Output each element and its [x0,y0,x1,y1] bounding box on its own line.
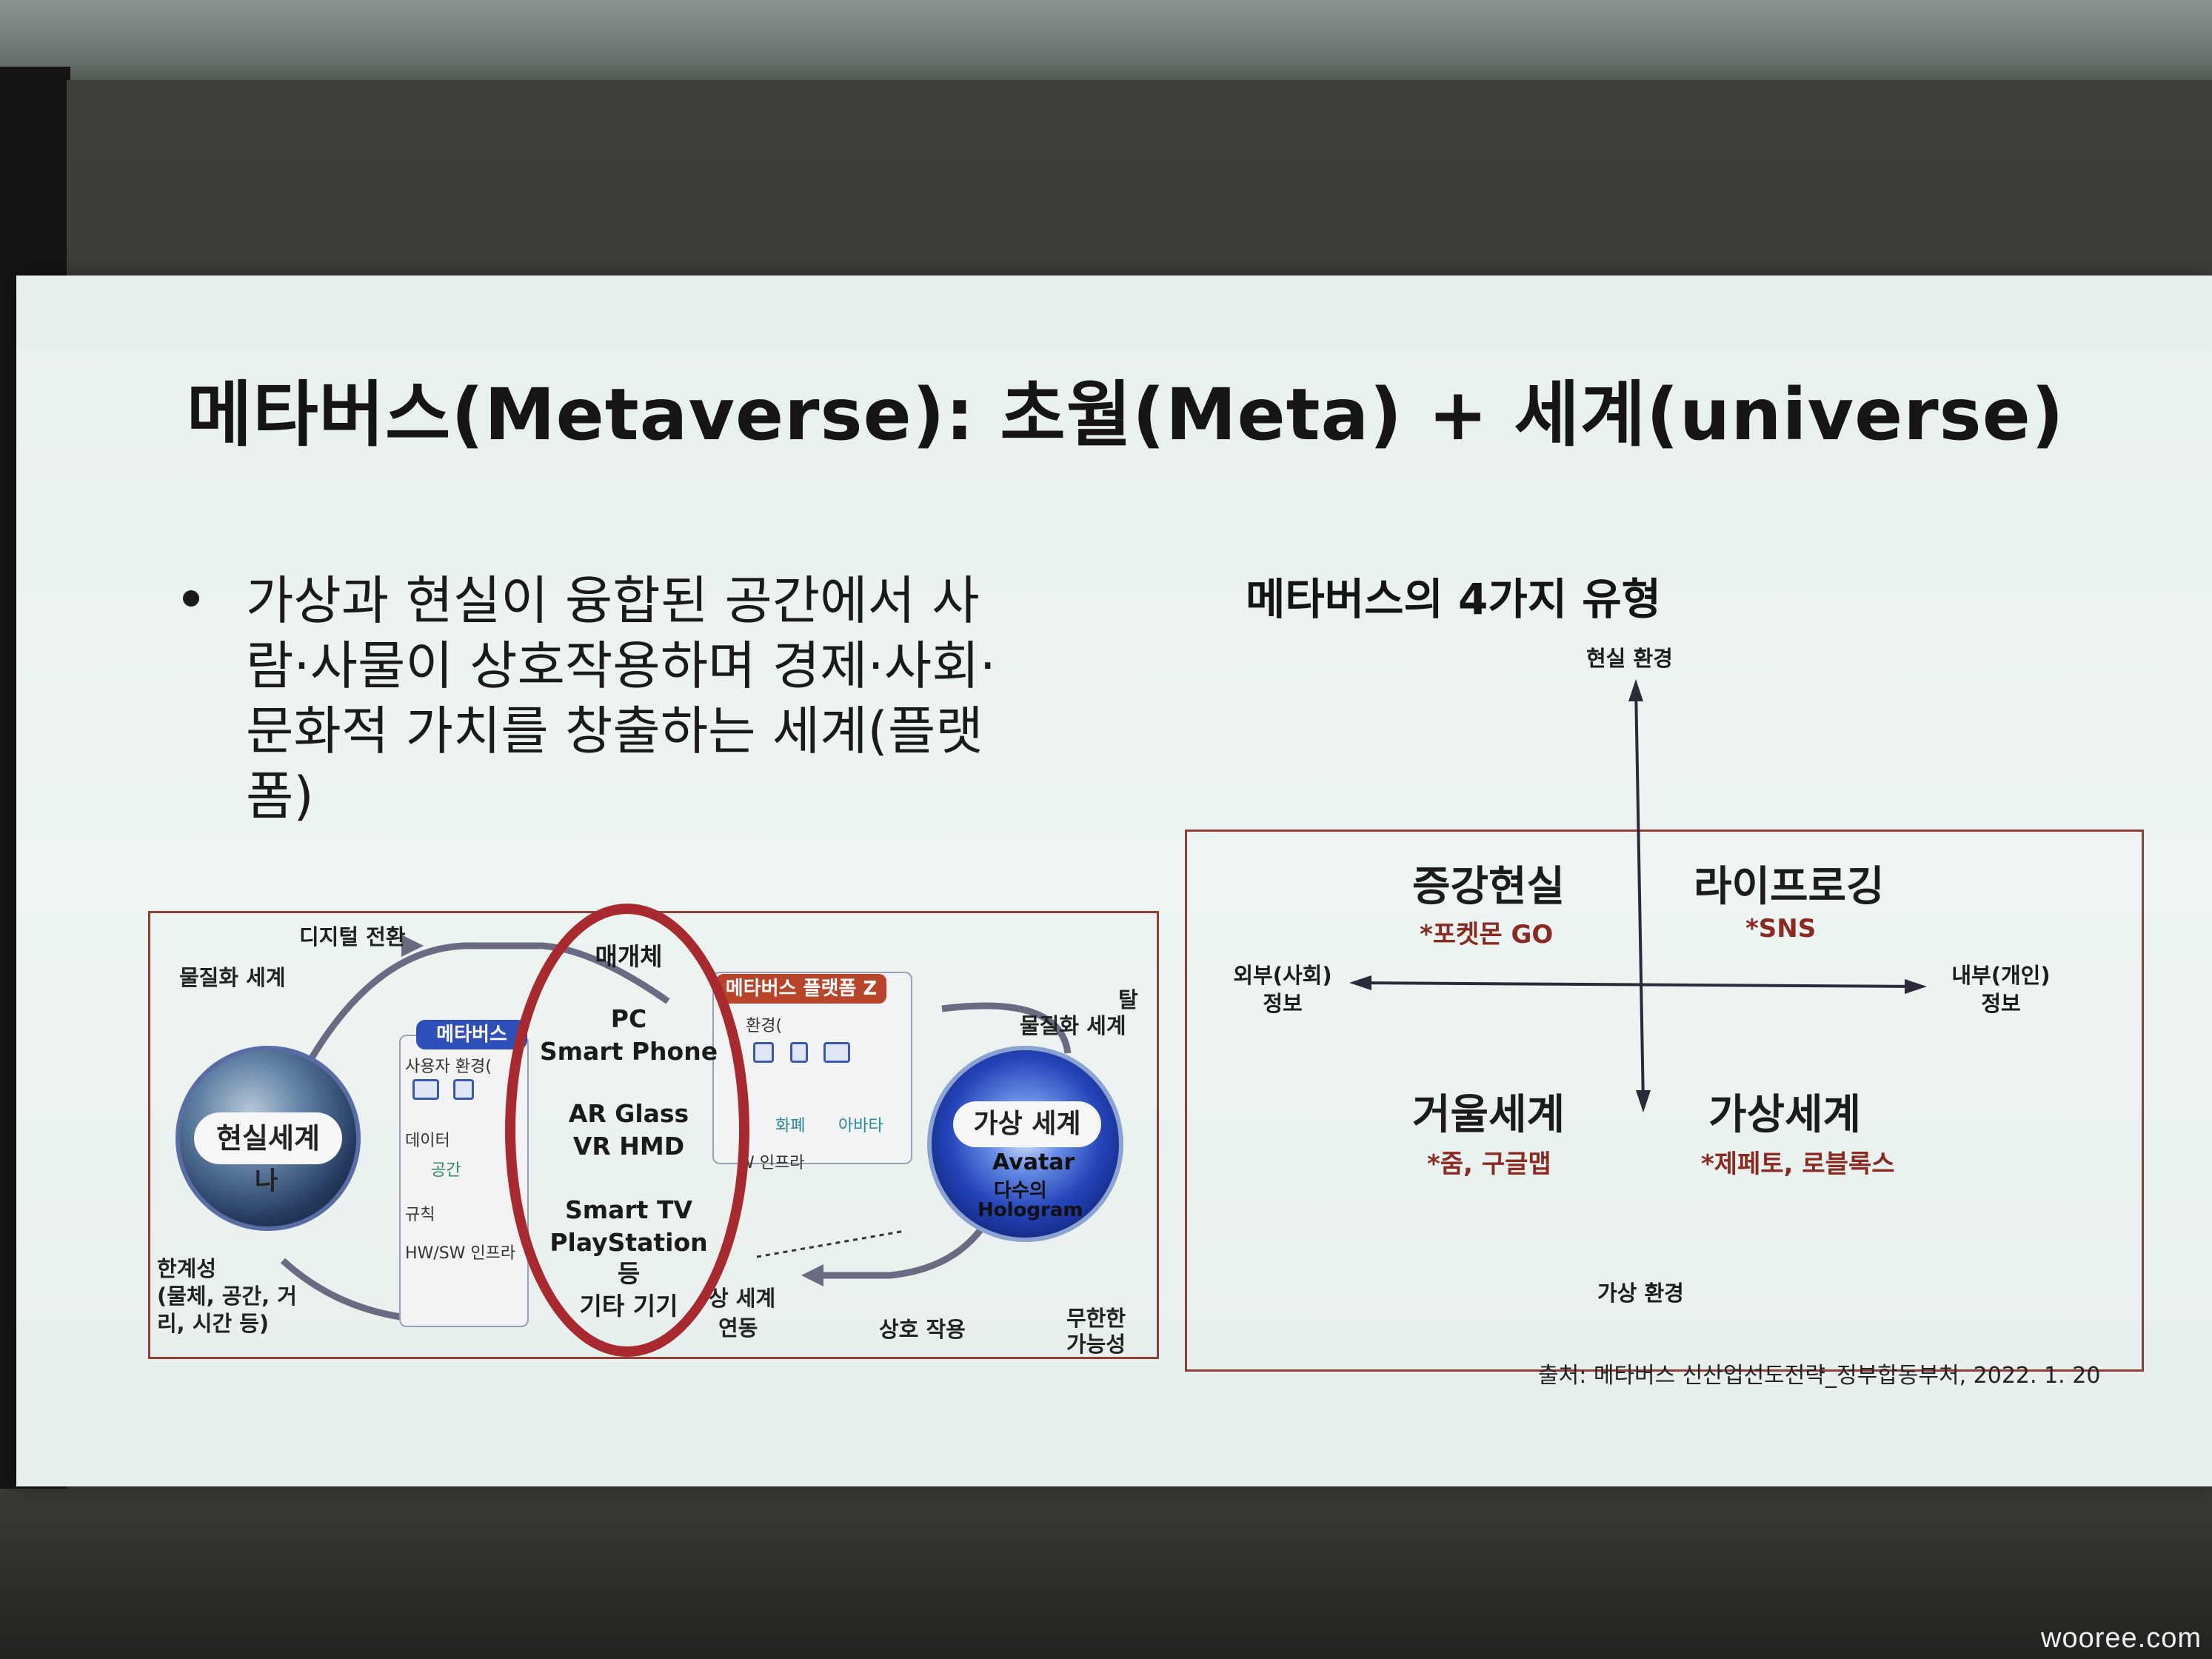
bullet-line: 문화적 가치를 창출하는 세계(플랫 [246,701,983,761]
presentation-slide: 메타버스(Metaverse): 초월(Meta) + 세계(universe)… [16,276,2212,1486]
axis-top-label: 현실 환경 [1586,646,1673,671]
label-wallet: 화폐 [775,1117,806,1135]
bullet-line: 람·사물이 상호작용하며 경제·사회· [246,635,996,696]
virtual-world-label: 가상 세계 [953,1101,1101,1147]
label-me: 나 [255,1166,278,1196]
label-rules: 규칙 [405,1206,435,1224]
quadrant-lifelogging: 라이프로깅 [1694,863,1885,911]
label-avatar-small: 아바타 [838,1117,883,1135]
axis-left-line: 외부(사회) [1233,963,1332,988]
label-unlimited: 가능성 [1066,1332,1126,1357]
label-user-env: 사용자 환경( [405,1058,492,1076]
site-watermark: wooree.com [2041,1623,2202,1654]
metaverse-tag: 메타버스 [416,1020,527,1049]
virtual-globe-icon [927,1046,1123,1242]
axis-right-line: 정보 [1981,991,2021,1016]
platform-z-tag: 메타버스 플랫폼 Z [716,974,886,1004]
slide-title: 메타버스(Metaverse): 초월(Meta) + 세계(universe) [187,373,2065,456]
label-interaction: 상호 작용 [879,1317,966,1342]
label-digital-transition: 디지털 전환 [299,924,406,949]
quadrant-lifelogging-example: *SNS [1745,914,1817,944]
label-hologram: Hologram [978,1199,1083,1221]
label-unlimited: 무한한 [1066,1306,1126,1331]
label-env: 환경( [746,1017,783,1035]
bullet-text: 가상과 현실이 융합된 공간에서 사 람·사물이 상호작용하며 경제·사회· 문… [179,568,1127,829]
label-material-world: 물질화 세계 [179,965,286,990]
label-data: 데이터 [405,1132,450,1150]
label-immaterial: 탈 [1118,987,1138,1012]
medium-title: 매개체 [595,942,663,971]
tablet-icon [753,1042,774,1063]
real-world-label: 현실세계 [194,1112,342,1164]
metaverse-four-types-diagram [1185,830,2144,1372]
label-avatar: Avatar [992,1149,1075,1175]
medium-item: Smart Phone [539,1037,718,1066]
room-ceiling [0,0,2212,89]
quadrant-ar: 증강현실 [1412,863,1566,911]
quadrant-virtual-world-example: *제페토, 로블록스 [1701,1149,1895,1179]
label-space: 공간 [431,1161,461,1180]
quadrant-mirror-world: 거울세계 [1412,1091,1566,1139]
axis-left-label: 외부(사회) 정보 [1220,961,1346,1018]
label-immaterial: 물질화 세계 [1020,1013,1126,1038]
phone-icon [790,1042,808,1063]
label-limits: 한계성 [157,1256,217,1281]
bullet-line: 폼) [246,766,314,827]
medium-item: PC [610,1004,647,1033]
medium-item: AR Glass [568,1099,689,1128]
bullet-line: 가상과 현실이 융합된 공간에서 사 [246,570,980,631]
quadrant-ar-example: *포켓몬 GO [1420,920,1554,949]
label-limits-detail: 리, 시간 등) [157,1311,270,1336]
axis-right-label: 내부(개인) 정보 [1938,961,2064,1018]
quadrant-mirror-world-example: *줌, 구글맵 [1427,1149,1551,1179]
room-floor [0,1489,2212,1659]
monitor-icon [412,1079,439,1100]
four-types-title: 메타버스의 4가지 유형 [1246,574,1661,624]
label-many: 다수의 [994,1180,1047,1202]
laptop-icon [823,1042,850,1063]
medium-item: VR HMD [572,1132,685,1161]
axis-right-line: 내부(개인) [1951,963,2051,988]
tablet-icon [453,1079,474,1100]
label-link: 연동 [718,1315,758,1341]
medium-item: Smart TV [564,1195,692,1224]
medium-item: PlayStation [549,1228,708,1257]
bullet-point-icon [183,590,199,607]
label-limits-detail: (물체, 공간, 거 [157,1284,297,1309]
source-citation: 출처: 메타버스 신산업선도전략_정부합동부처, 2022. 1. 20 [1538,1363,2101,1389]
label-infra: W 인프라 [738,1154,805,1172]
axis-left-line: 정보 [1263,991,1303,1016]
label-link: 상 세계 [709,1286,776,1311]
axis-lines [1349,679,1927,1112]
medium-item: 등 [617,1259,641,1288]
axis-bottom-label: 가상 환경 [1597,1281,1684,1306]
medium-item: 기타 기기 [579,1292,678,1321]
quadrant-virtual-world: 가상세계 [1708,1091,1862,1139]
label-hwsw: HW/SW 인프라 [405,1244,516,1263]
